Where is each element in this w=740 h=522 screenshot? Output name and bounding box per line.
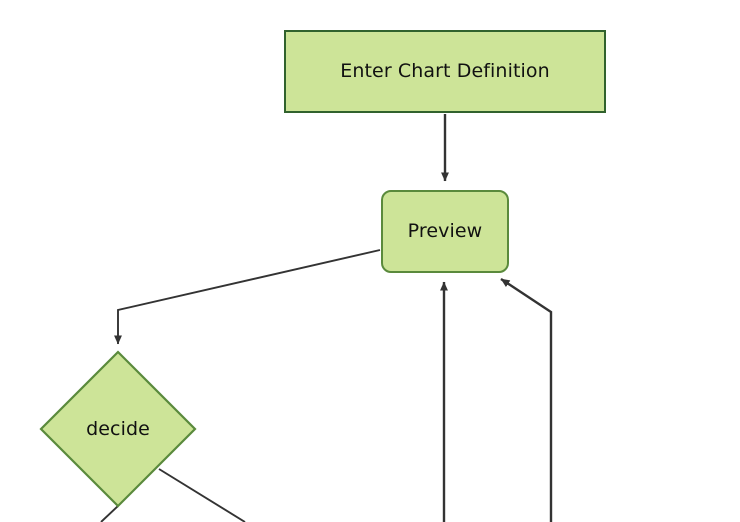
decide-diamond-shape (39, 350, 197, 508)
node-enter-chart-definition-label: Enter Chart Definition (340, 60, 550, 83)
node-decide[interactable]: decide (39, 350, 197, 508)
edge-decide-out-left (100, 505, 119, 522)
node-preview-label: Preview (407, 220, 483, 243)
edge-preview-to-decide (114, 249, 381, 345)
node-preview[interactable]: Preview (381, 190, 509, 273)
node-decide-label: decide (86, 418, 150, 440)
edge-return-right-to-preview (500, 277, 553, 522)
edge-decide-out-right (158, 468, 246, 522)
node-enter-chart-definition[interactable]: Enter Chart Definition (284, 30, 606, 113)
